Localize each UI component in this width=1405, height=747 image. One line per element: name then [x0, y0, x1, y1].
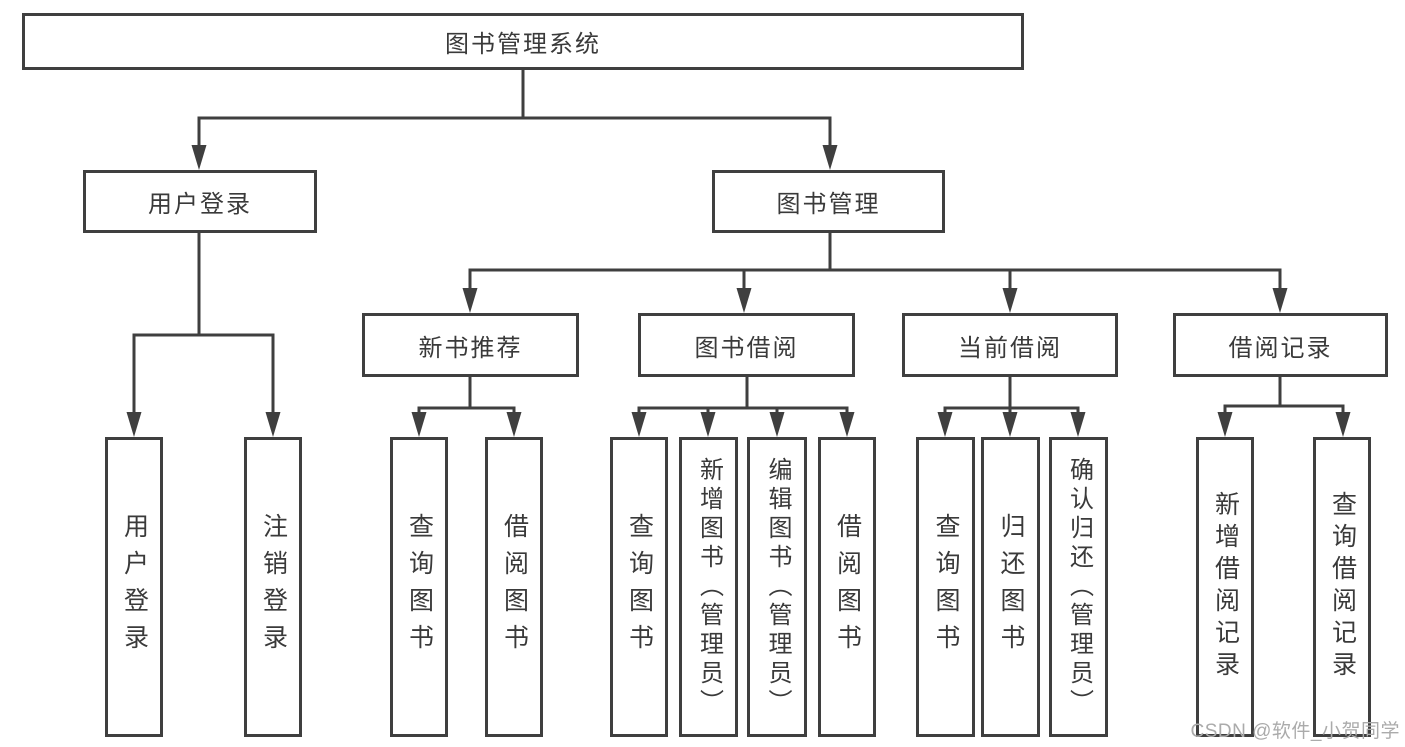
node-borrowing-records: 借阅记录 — [1173, 313, 1388, 377]
leaf-query-books-current: 查询图书 — [916, 437, 975, 737]
leaf-logout: 注销登录 — [244, 437, 302, 737]
node-root-label: 图书管理系统 — [445, 31, 601, 58]
node-borrowing-records-label: 借阅记录 — [1228, 334, 1333, 362]
node-current-borrowing: 当前借阅 — [902, 313, 1118, 377]
leaf-confirm-return-admin-label: 确认归还（管理员） — [1065, 456, 1093, 718]
leaf-query-books-recommend: 查询图书 — [390, 437, 448, 737]
leaf-logout-label: 注销登录 — [259, 513, 288, 661]
connector-new-book-recommend-children — [411, 377, 522, 437]
leaf-query-books-borrowing-label: 查询图书 — [625, 513, 654, 661]
connector-user-login-children — [126, 233, 281, 437]
leaf-add-borrow-record: 新增借阅记录 — [1196, 437, 1254, 737]
node-root: 图书管理系统 — [22, 13, 1024, 70]
leaf-edit-book-admin: 编辑图书（管理员） — [747, 437, 807, 737]
node-user-login: 用户登录 — [83, 170, 317, 233]
node-new-book-recommend: 新书推荐 — [362, 313, 579, 377]
node-book-borrowing-label: 图书借阅 — [694, 334, 799, 362]
node-book-borrowing: 图书借阅 — [638, 313, 855, 377]
leaf-borrow-books-borrowing: 借阅图书 — [818, 437, 876, 737]
node-current-borrowing-label: 当前借阅 — [958, 334, 1062, 362]
leaf-edit-book-admin-label: 编辑图书（管理员） — [764, 456, 791, 718]
leaf-add-book-admin: 新增图书（管理员） — [679, 437, 738, 737]
node-book-management-label: 图书管理 — [776, 191, 881, 218]
leaf-user-login: 用户登录 — [105, 437, 163, 737]
leaf-return-book: 归还图书 — [981, 437, 1040, 737]
leaf-return-book-label: 归还图书 — [997, 513, 1025, 661]
watermark: CSDN @软件_小贺同学 — [1190, 721, 1400, 742]
leaf-confirm-return-admin: 确认归还（管理员） — [1049, 437, 1108, 737]
leaf-add-book-admin-label: 新增图书（管理员） — [695, 456, 723, 718]
leaf-query-borrow-record: 查询借阅记录 — [1313, 437, 1371, 737]
connector-book-borrowing-children — [631, 377, 855, 437]
node-book-management: 图书管理 — [712, 170, 945, 233]
leaf-add-borrow-record-label: 新增借阅记录 — [1211, 491, 1240, 683]
leaf-borrow-books-recommend-label: 借阅图书 — [500, 513, 529, 661]
node-user-login-label: 用户登录 — [148, 191, 252, 218]
leaf-query-borrow-record-label: 查询借阅记录 — [1328, 491, 1357, 683]
connector-current-borrowing-children — [937, 377, 1086, 437]
connector-book-management-children — [462, 233, 1288, 313]
node-new-book-recommend-label: 新书推荐 — [418, 334, 523, 362]
leaf-query-books-recommend-label: 查询图书 — [405, 513, 434, 661]
leaf-query-books-borrowing: 查询图书 — [610, 437, 668, 737]
leaf-user-login-label: 用户登录 — [120, 513, 149, 661]
leaf-borrow-books-borrowing-label: 借阅图书 — [833, 513, 862, 661]
leaf-query-books-current-label: 查询图书 — [932, 513, 960, 661]
leaf-borrow-books-recommend: 借阅图书 — [485, 437, 543, 737]
connector-borrowing-records-children — [1217, 377, 1351, 437]
connector-root-to-level2 — [191, 70, 838, 170]
